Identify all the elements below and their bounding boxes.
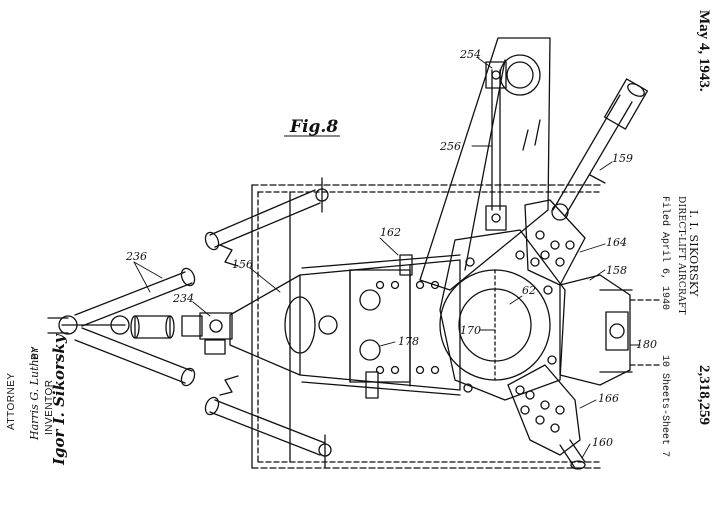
callout-236: 236 (125, 250, 147, 263)
bracket-158 (560, 275, 660, 385)
sheet-count: 10 Sheets-Sheet 7 (659, 355, 670, 457)
bracket-164 (525, 200, 585, 285)
pedal-tubes (48, 178, 331, 468)
callout-166: 166 (598, 392, 619, 405)
leader-lines (134, 58, 640, 458)
figure-label: Fig.8 (289, 117, 338, 137)
patent-date: May 4, 1943. (695, 10, 712, 92)
patent-title: DIRECT-LIFT AIRCRAFT (676, 196, 686, 315)
callout-234: 234 (172, 292, 194, 305)
callout-254: 254 (459, 48, 481, 61)
callout-159: 159 (612, 152, 633, 165)
attorney-signature: Harris G. Luther (28, 348, 41, 440)
attorney-label: ATTORNEY (6, 372, 17, 430)
callout-62: 62 (522, 284, 536, 297)
callout-170: 170 (460, 324, 481, 337)
coupling (131, 313, 232, 354)
patent-number: 2,318,259 (695, 365, 712, 425)
frame-outline (252, 185, 600, 468)
callout-158: 158 (606, 264, 627, 277)
control-stick (552, 79, 647, 220)
callout-256: 256 (439, 140, 461, 153)
callout-178: 178 (398, 335, 419, 348)
callout-164: 164 (606, 236, 627, 249)
bracket-166 (508, 365, 585, 469)
callout-180: 180 (636, 338, 657, 351)
callout-160: 160 (592, 436, 613, 449)
inventor-header: I. I. SIKORSKY (687, 210, 700, 297)
filed-date: Filed April 6, 1940 (659, 196, 670, 310)
callout-156: 156 (232, 258, 253, 271)
main-arm (230, 255, 460, 398)
callout-162: 162 (380, 226, 401, 239)
upper-strut (420, 38, 550, 290)
inventor-signature: Igor I. Sikorsky (50, 335, 68, 465)
